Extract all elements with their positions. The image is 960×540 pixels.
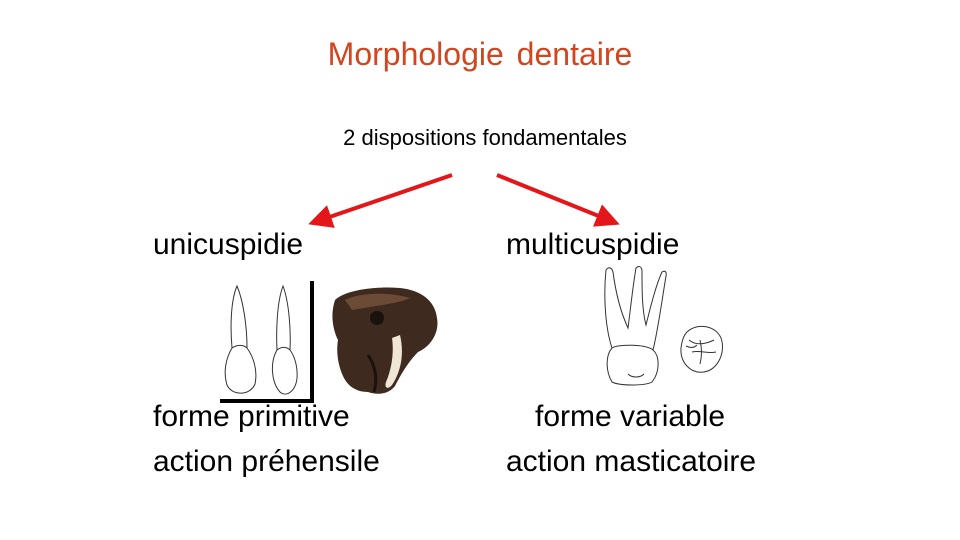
left-action-text: action préhensile: [153, 445, 380, 478]
left-heading: unicuspidie: [153, 228, 304, 261]
arrow-left-icon: [308, 173, 453, 228]
multi-root-molar-icon: [604, 266, 667, 386]
left-form-text: forme primitive: [153, 400, 350, 433]
right-form-text: forme variable: [535, 400, 726, 433]
right-action-text: action masticatoire: [506, 445, 757, 478]
right-heading: multicuspidie: [506, 228, 680, 261]
molar-occlusal-view-icon: [680, 325, 723, 373]
single-cusp-tooth-drawings-icon: [224, 284, 298, 395]
arrow-right-icon: [496, 173, 620, 227]
page-title: Morphologie dentaire: [327, 36, 633, 72]
saber-tooth-skull-icon: [332, 287, 438, 394]
frame-bracket: [220, 281, 314, 403]
subtitle: 2 dispositions fondamentales: [343, 125, 627, 150]
